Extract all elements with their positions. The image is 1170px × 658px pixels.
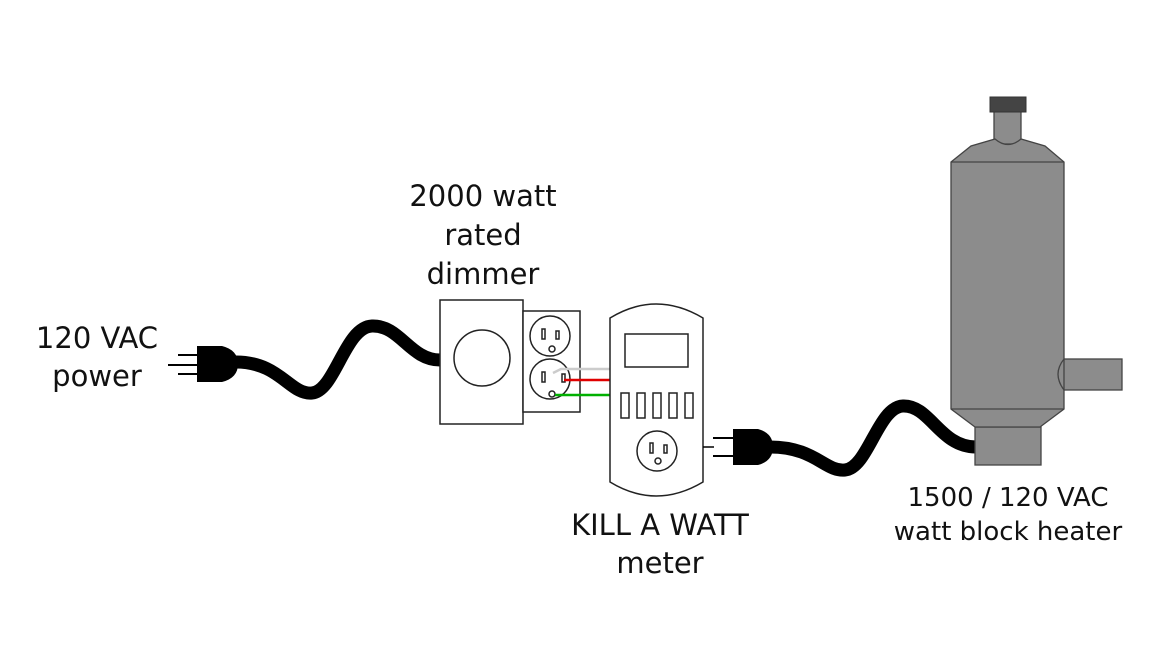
block-heater (950, 96, 1123, 466)
dimmer-knob (453, 329, 511, 387)
meter-buttons (620, 392, 694, 419)
kill-a-watt-meter (609, 303, 704, 497)
heater-cap (989, 96, 1027, 113)
power-label-line1: 120 VAC (36, 321, 158, 355)
power-label-line2: power (52, 359, 142, 393)
meter-label-line2: meter (616, 546, 703, 580)
meter-display (624, 333, 689, 368)
heater-pipe (1055, 358, 1123, 391)
meter-wires (552, 367, 612, 397)
meter-label: KILL A WATT meter (571, 508, 749, 580)
heater-plug-icon (703, 399, 983, 477)
outlet-icon (636, 430, 678, 472)
dimmer-label-line2: rated (444, 218, 521, 252)
power-label: 120 VAC power (36, 321, 158, 393)
heater-label-line2: watt block heater (894, 517, 1123, 547)
heater-base (974, 426, 1042, 466)
dimmer-label-line3: dimmer (427, 257, 540, 291)
dimmer-label: 2000 watt rated dimmer (409, 179, 556, 291)
heater-label: 1500 / 120 VAC watt block heater (894, 483, 1123, 547)
power-plug-icon (168, 319, 447, 400)
dimmer-switch (439, 299, 524, 425)
dimmer-outlet (522, 310, 581, 413)
dimmer-label-line1: 2000 watt (409, 179, 556, 213)
outlet-icon (529, 315, 571, 357)
meter-label-line1: KILL A WATT (571, 508, 749, 542)
heater-label-line1: 1500 / 120 VAC (908, 483, 1109, 513)
